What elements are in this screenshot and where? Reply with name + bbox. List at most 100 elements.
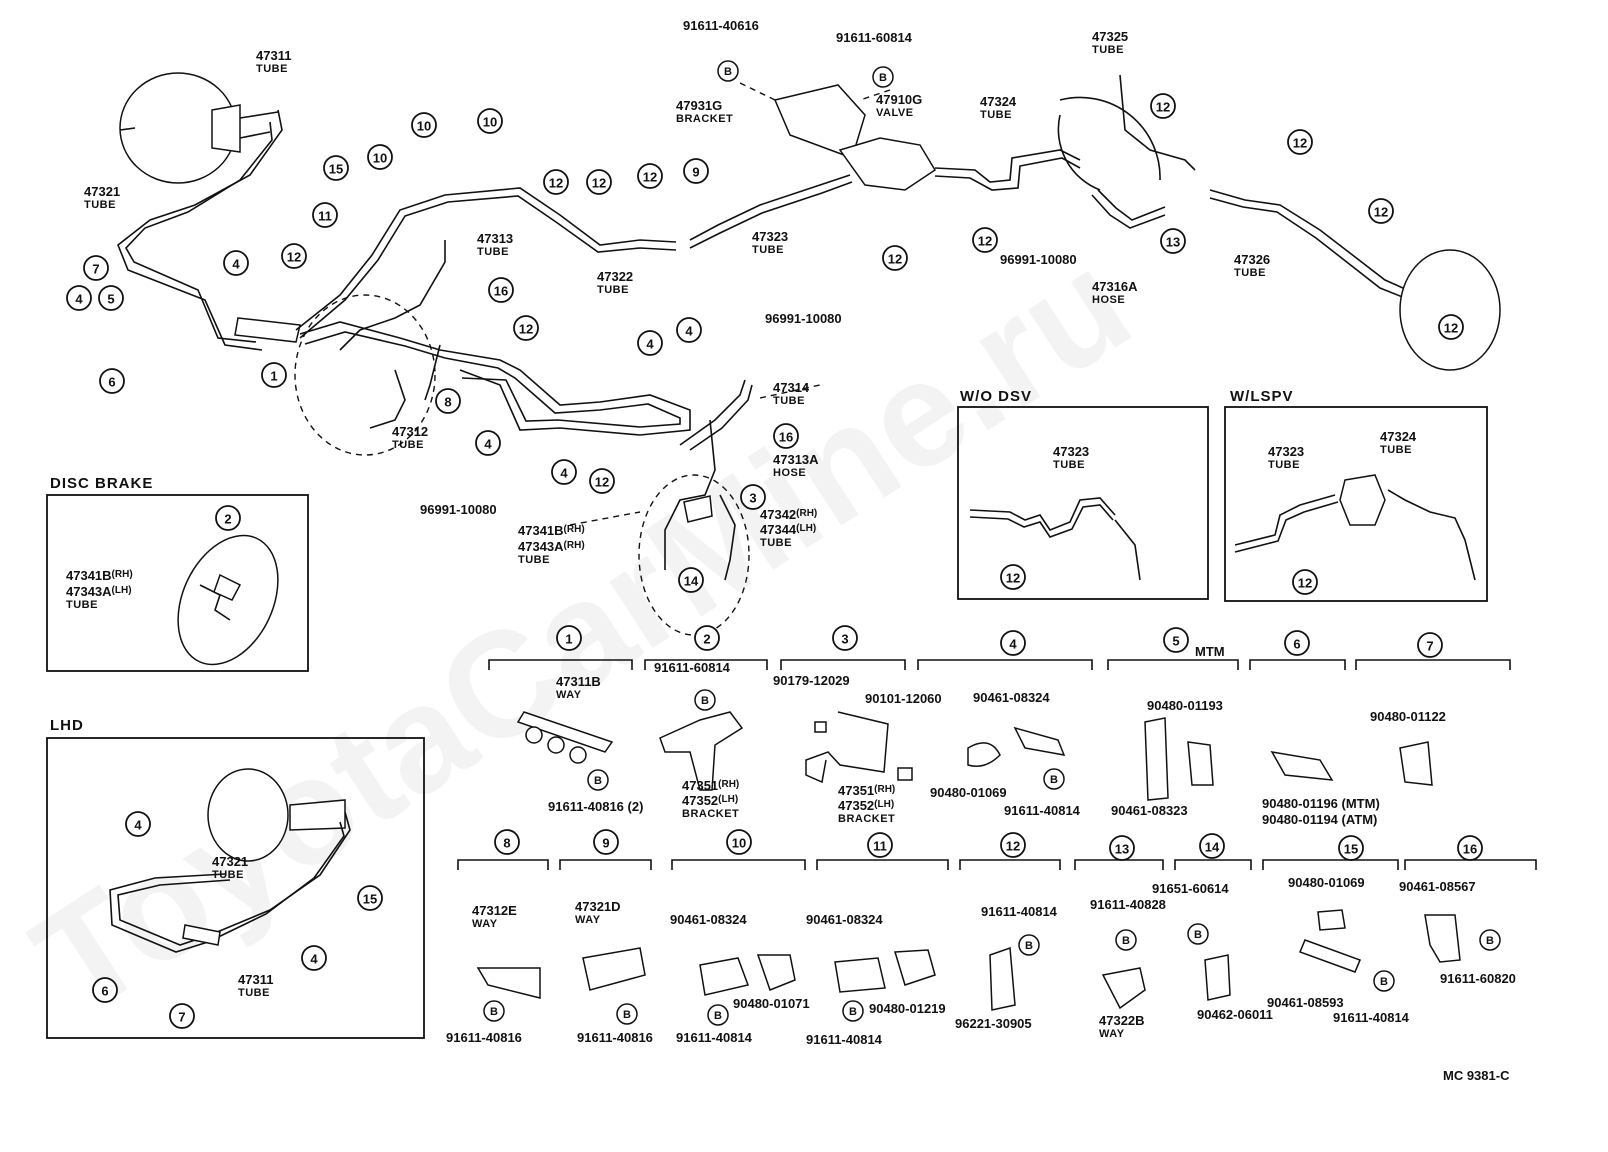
part-number-label: 47324 — [1380, 429, 1417, 444]
part-side-qualifier: (LH) — [718, 794, 738, 805]
svg-text:3: 3 — [749, 491, 756, 506]
part-number-label: 96991-10080 — [420, 502, 497, 517]
part-number-label: 47312E — [472, 903, 517, 918]
part-number-label: 90461-08593 — [1267, 995, 1344, 1010]
part-number-label: 90480-01071 — [733, 996, 810, 1011]
svg-text:11: 11 — [873, 839, 887, 854]
part-number-label: 47931G — [676, 98, 722, 113]
svg-text:B: B — [1486, 935, 1494, 947]
bolt-marker: B — [694, 689, 716, 711]
part-number-label: 47344(LH) — [760, 522, 816, 537]
callout-2: 2 — [694, 625, 720, 651]
part-number-label: 90480-01219 — [869, 1001, 946, 1016]
part-number-label: 47321 — [84, 184, 120, 199]
svg-text:12: 12 — [1444, 321, 1458, 336]
part-number-label: 91611-40828 — [1090, 897, 1166, 912]
part-number-label: 91611-40816 — [577, 1030, 653, 1045]
callout-12: 12 — [513, 315, 539, 341]
svg-text:4: 4 — [75, 292, 83, 307]
svg-text:15: 15 — [1344, 842, 1358, 857]
bolt-marker: B — [1018, 934, 1040, 956]
bolt-marker: B — [1043, 768, 1065, 790]
part-number-label: 47323 — [1268, 444, 1304, 459]
part-number-label: 91611-40616 — [683, 18, 759, 33]
svg-text:10: 10 — [417, 119, 431, 134]
part-number-label: 90179-12029 — [773, 673, 850, 688]
part-type-label: TUBE — [752, 244, 784, 256]
part-number-label: 90480-01194 (ATM) — [1262, 812, 1377, 827]
part-side-qualifier: (RH) — [796, 508, 817, 519]
svg-text:12: 12 — [1006, 571, 1020, 586]
part-number-label: 47324 — [980, 94, 1017, 109]
part-type-label: TUBE — [66, 599, 98, 611]
part-number-label: 91611-60814 — [836, 30, 913, 45]
svg-text:10: 10 — [373, 151, 387, 166]
callout-6: 6 — [92, 977, 118, 1003]
svg-text:B: B — [594, 775, 602, 787]
svg-text:14: 14 — [1205, 840, 1220, 855]
svg-text:12: 12 — [1298, 576, 1312, 591]
svg-text:12: 12 — [1293, 136, 1307, 151]
callout-14: 14 — [678, 567, 704, 593]
callout-1: 1 — [556, 625, 582, 651]
part-type-label: HOSE — [1092, 294, 1125, 306]
part-number-label: 90461-08567 — [1399, 879, 1476, 894]
callout-8: 8 — [494, 829, 520, 855]
part-number-label: 47321D — [575, 899, 621, 914]
part-number-label: 47311B — [556, 674, 601, 689]
svg-text:7: 7 — [1426, 639, 1433, 654]
part-type-label: TUBE — [256, 63, 288, 75]
part-number-label: 47326 — [1234, 252, 1270, 267]
callout-13: 13 — [1109, 835, 1135, 861]
part-side-qualifier: (LH) — [796, 523, 816, 534]
callout-12: 12 — [1368, 198, 1394, 224]
svg-text:2: 2 — [224, 512, 231, 527]
svg-text:10: 10 — [732, 836, 746, 851]
callout-4: 4 — [676, 317, 702, 343]
callout-10: 10 — [367, 144, 393, 170]
part-number-label: 90462-06011 — [1197, 1007, 1273, 1022]
svg-text:4: 4 — [134, 818, 142, 833]
part-type-label: TUBE — [1234, 267, 1266, 279]
inset-disc-brake: DISC BRAKE — [46, 475, 309, 672]
part-number-label: 47351(RH) — [682, 778, 739, 793]
part-number-label: 90101-12060 — [865, 691, 942, 706]
callout-12: 12 — [589, 468, 615, 494]
svg-text:12: 12 — [1374, 205, 1388, 220]
part-number-label: 96221-30905 — [955, 1016, 1032, 1031]
callout-10: 10 — [477, 108, 503, 134]
inset-wo-dsv-title: W/O DSV — [960, 388, 1032, 405]
part-number-label: 91611-40816 (2) — [548, 799, 643, 814]
svg-text:B: B — [623, 1009, 631, 1021]
part-side-qualifier: (RH) — [874, 784, 895, 795]
svg-text:11: 11 — [318, 209, 332, 224]
callout-5: 5 — [98, 285, 124, 311]
part-number-label: 47910G — [876, 92, 922, 107]
part-number-label: 47325 — [1092, 29, 1128, 44]
callout-11: 11 — [312, 202, 338, 228]
part-number-label: 47343A(RH) — [518, 539, 585, 554]
callout-14: 14 — [1199, 833, 1225, 859]
callout-6: 6 — [99, 368, 125, 394]
part-number-label: 91611-40814 — [981, 904, 1058, 919]
callout-12: 12 — [1292, 569, 1318, 595]
svg-text:B: B — [1194, 929, 1202, 941]
svg-text:9: 9 — [692, 165, 699, 180]
bolt-marker: B — [872, 66, 894, 88]
part-type-label: TUBE — [760, 537, 792, 549]
svg-text:6: 6 — [1293, 637, 1300, 652]
bolt-marker: B — [1115, 929, 1137, 951]
svg-text:12: 12 — [287, 250, 301, 265]
callout-10: 10 — [411, 112, 437, 138]
svg-text:6: 6 — [101, 984, 108, 999]
part-side-qualifier: (RH) — [564, 524, 585, 535]
svg-text:12: 12 — [643, 170, 657, 185]
callout-7: 7 — [83, 255, 109, 281]
svg-text:B: B — [849, 1006, 857, 1018]
callout-13: 13 — [1160, 228, 1186, 254]
svg-text:4: 4 — [310, 952, 318, 967]
svg-text:12: 12 — [595, 475, 609, 490]
part-number-label: 90480-01069 — [930, 785, 1007, 800]
svg-text:8: 8 — [444, 395, 451, 410]
callout-16: 16 — [773, 423, 799, 449]
